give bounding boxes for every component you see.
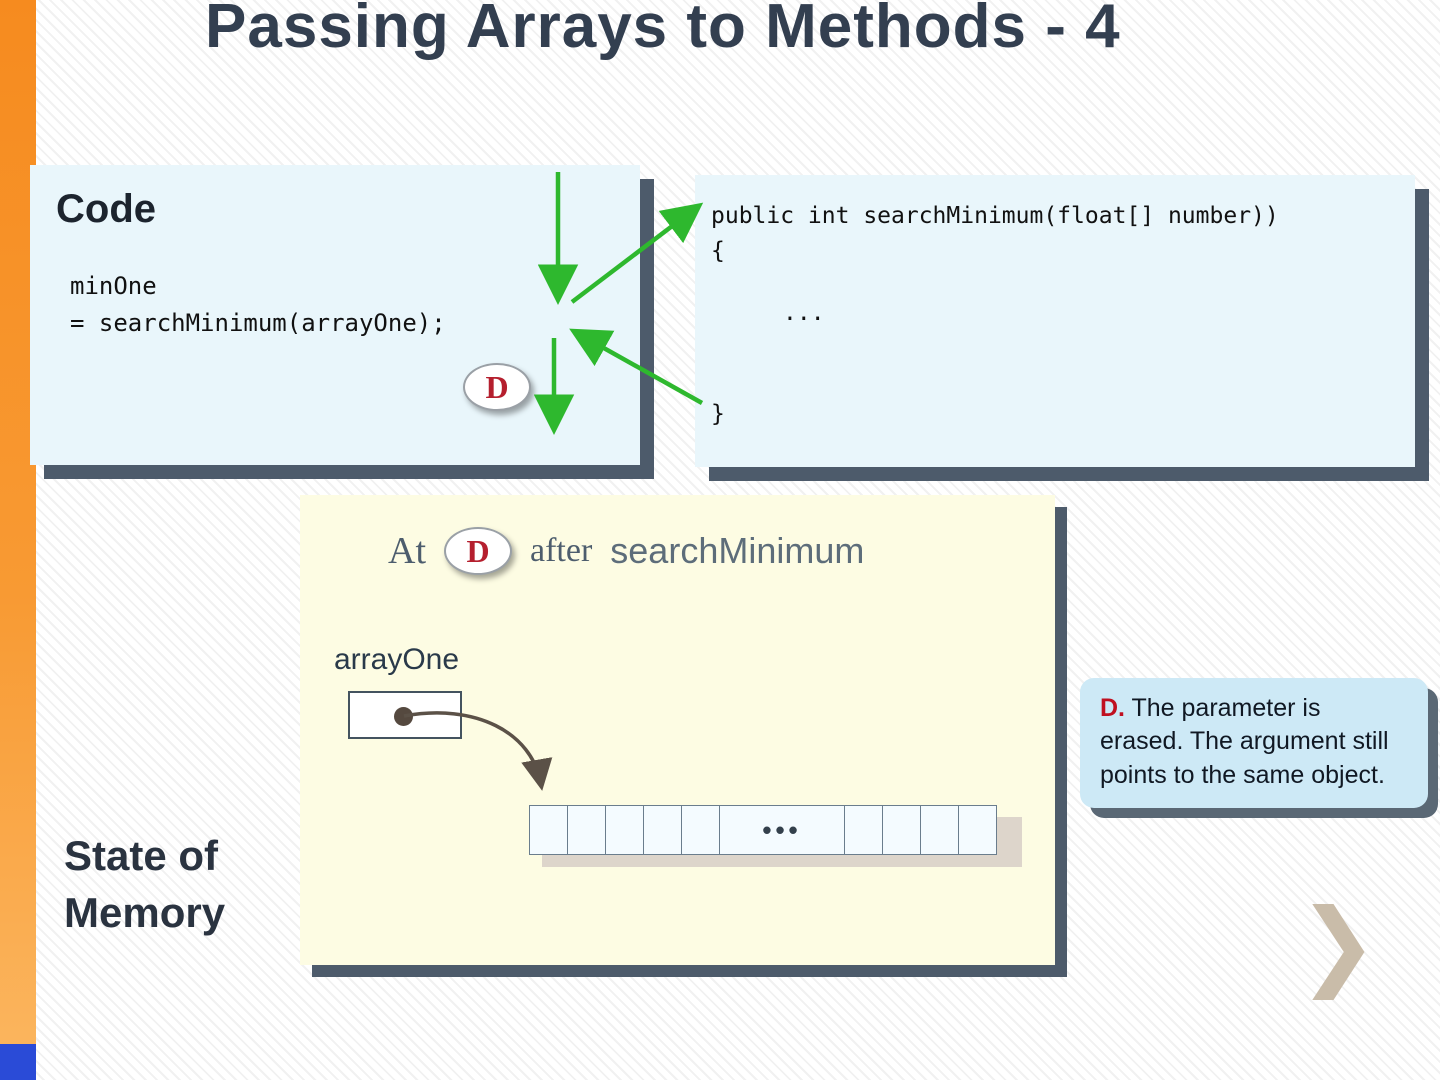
array-cell (681, 805, 720, 855)
array-cell (567, 805, 606, 855)
array-cell (529, 805, 568, 855)
method-snippet: public int searchMinimum(float[] number)… (711, 199, 1399, 431)
memory-panel: At D after searchMinimum arrayOne ••• (300, 495, 1055, 965)
annotation-callout: D. The parameter is erased. The argument… (1080, 678, 1428, 808)
array-cell (605, 805, 644, 855)
method-open-brace: { (711, 237, 725, 264)
method-ellipsis: ... (783, 300, 825, 326)
code-heading: Code (56, 187, 156, 231)
slide-title: Passing Arrays to Methods - 4 (205, 0, 1121, 61)
method-signature: public int searchMinimum(float[] number)… (711, 203, 1279, 229)
caption-at: At (388, 530, 426, 572)
memory-caption: At D after searchMinimum (388, 527, 864, 575)
callout-text: The parameter is erased. The argument st… (1100, 694, 1389, 789)
method-close-brace: } (711, 400, 725, 427)
caption-function-name: searchMinimum (610, 530, 865, 571)
callout-d-prefix: D. (1100, 694, 1125, 722)
d-marker-badge: D (463, 363, 531, 411)
caption-after: after (530, 532, 593, 569)
array-variable-label: arrayOne (334, 643, 460, 676)
left-accent-bar-bottom (0, 1044, 36, 1080)
d-marker-badge-memory: D (444, 527, 512, 575)
code-panel: Code minOne = searchMinimum(arrayOne); D (30, 165, 640, 465)
code-snippet: minOne = searchMinimum(arrayOne); (56, 268, 614, 342)
array-cell (882, 805, 921, 855)
state-of-memory-label: State of Memory (64, 832, 226, 936)
array-cell (643, 805, 682, 855)
method-panel: public int searchMinimum(float[] number)… (695, 175, 1415, 467)
array-cell (920, 805, 959, 855)
reference-variable-box (348, 691, 462, 739)
left-accent-bar (0, 0, 36, 1080)
reference-dot (394, 707, 413, 726)
array-object: ••• (529, 805, 997, 855)
next-slide-chevron-icon[interactable]: ❯ (1297, 888, 1378, 1000)
array-ellipsis-cell: ••• (719, 805, 845, 855)
array-cell (844, 805, 883, 855)
code-line-1: minOne (70, 272, 157, 300)
array-cell (958, 805, 997, 855)
code-line-2: = searchMinimum(arrayOne); (70, 309, 446, 338)
